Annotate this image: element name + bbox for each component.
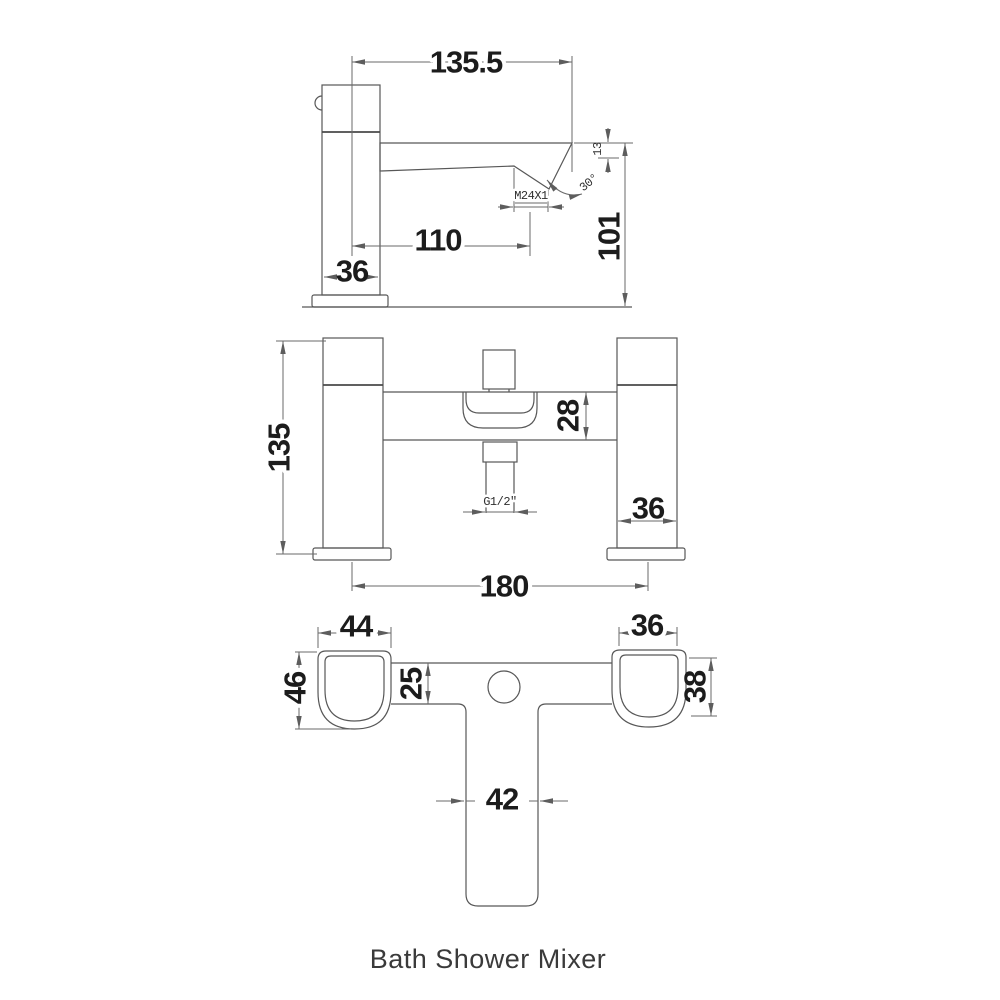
side-elevation-view: 135.5 110 36 101 13 M24X1 30°: [302, 41, 633, 308]
left-handle-inner: [324, 655, 385, 722]
right-handle-outer: [611, 649, 687, 728]
dim-outlet-thread: M24X1: [514, 189, 548, 203]
dim-body-depth: 28: [551, 399, 586, 432]
front-elevation-view: 135 28 36 180 G1/2″: [258, 337, 686, 608]
dim-pillar-width: 36: [632, 491, 665, 526]
plan-view: 44 46 25 36 38 42: [274, 604, 717, 907]
dim-outlet-angle: 30°: [577, 171, 601, 195]
dim-body-width: 36: [336, 254, 369, 289]
diverter-knob: [482, 349, 516, 390]
dim-left-handle-depth: 46: [278, 671, 313, 704]
dim-right-handle-depth: 38: [678, 670, 713, 703]
dim-spout-height: 101: [592, 212, 627, 261]
dim-overall-projection: 135.5: [430, 45, 503, 80]
base-plate-side: [311, 294, 389, 308]
right-base-plate: [606, 547, 686, 561]
left-base-plate: [312, 547, 392, 561]
dim-spout-reach: 110: [414, 223, 461, 258]
angle-leader-arc: [546, 179, 583, 200]
hose-flange: [482, 441, 518, 463]
left-handle-outer: [317, 650, 392, 730]
right-handle-inner: [619, 654, 679, 718]
dim-tap-centres: 180: [480, 569, 529, 604]
spout-front-outer: [462, 392, 538, 429]
dim-left-handle-width: 44: [340, 609, 374, 644]
drawing-caption: Bath Shower Mixer: [369, 944, 607, 974]
diverter-knob-plan: [487, 670, 521, 704]
dim-crossbar-depth: 25: [394, 667, 429, 700]
left-pillar: [322, 337, 384, 549]
handle-button: [314, 95, 323, 111]
spout-front-inner: [465, 392, 535, 414]
dim-tip-height: 13: [591, 142, 605, 156]
spout-outline: [379, 142, 573, 190]
spout-stem-outline: [457, 703, 547, 907]
dim-hose-connection: G1/2″: [483, 495, 517, 509]
dim-body-height: 135: [262, 423, 297, 472]
dim-right-handle-width: 36: [631, 608, 664, 643]
dim-spout-body-width: 42: [486, 782, 518, 817]
